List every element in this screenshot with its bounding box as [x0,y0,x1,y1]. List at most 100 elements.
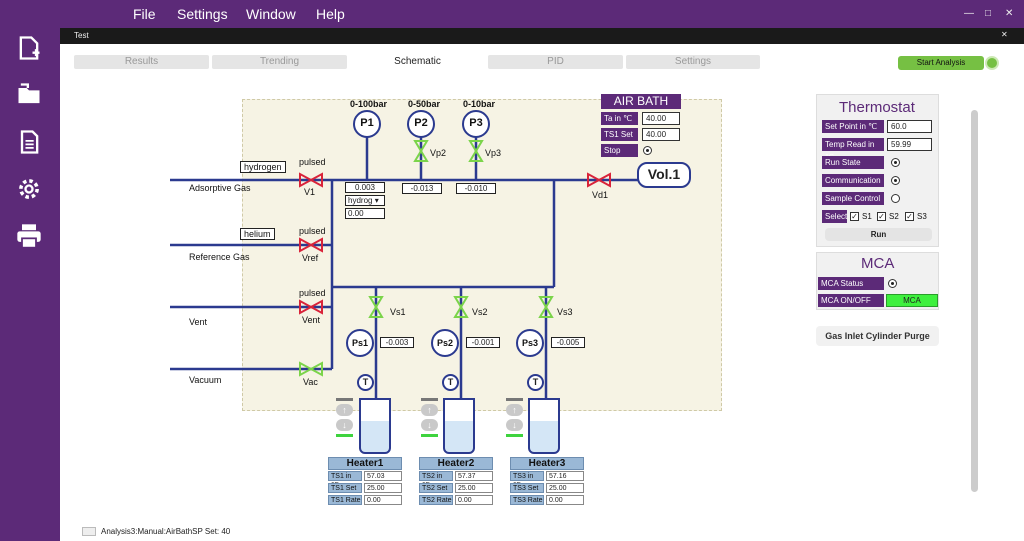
status-text: Analysis3:Manual:AirBathSP Set: 40 [101,527,231,536]
mca-toggle-button[interactable]: MCA [886,294,938,307]
mca-status-radio[interactable] [888,279,897,288]
scrollbar[interactable] [971,110,978,492]
setpoint-label: Set Point in ℃ [822,120,884,133]
menu-file[interactable]: File [133,6,156,22]
heater1-set-value[interactable]: 25.00 [364,483,402,493]
schematic-area [242,99,722,411]
heater1-set-label: TS1 Set [328,483,362,493]
s1-checkbox[interactable]: ✓ [850,212,859,221]
label-vref: Vref [302,253,319,263]
ta-label: Ta in ℃ [601,112,638,125]
content-area: Results Trending Schematic PID Settings … [60,44,1024,541]
pulsed-label-3: pulsed [299,288,326,298]
maximize-icon[interactable]: □ [985,8,992,19]
window-close-icon[interactable]: ✕ [1001,30,1008,39]
air-bath-title: AIR BATH [601,94,681,109]
lift-indicator-2 [421,398,438,401]
start-analysis-button[interactable]: Start Analysis [898,56,984,70]
mca-title: MCA [861,255,895,272]
label-vs2: Vs2 [472,307,488,317]
mca-onoff-label: MCA ON/OFF [818,294,884,307]
heater3-set-value[interactable]: 25.00 [546,483,584,493]
tab-results[interactable]: Results [74,55,209,69]
menu-bar: File Settings Window Help — □ ✕ [0,0,1024,28]
runstate-label: Run State [822,156,884,169]
s3-checkbox[interactable]: ✓ [905,212,914,221]
valve-vac [299,361,323,377]
temp-gauge-2: T [442,374,459,391]
new-file-icon[interactable] [15,34,43,62]
stop-label: Stop [601,144,638,157]
communication-radio[interactable] [891,176,900,185]
run-button[interactable]: Run [825,228,932,241]
status-indicator [985,56,999,70]
heater2-set-label: TS2 Set [419,483,453,493]
vol1-box: Vol.1 [637,162,691,188]
temp-gauge-3: T [527,374,544,391]
raise-arrow-icon-3[interactable]: ↑ [506,404,523,416]
menu-window[interactable]: Window [246,6,296,22]
heater3-set-label: TS3 Set [510,483,544,493]
p1-value: 0.003 [345,182,385,193]
lift-indicator-3 [506,398,523,401]
minimize-icon[interactable]: — [964,8,974,19]
open-folder-icon[interactable] [15,81,43,109]
heater1-rate-value[interactable]: 0.00 [364,495,402,505]
tab-pid[interactable]: PID [488,55,623,69]
heater2-rate-value[interactable]: 0.00 [455,495,493,505]
lower-arrow-icon-1[interactable]: ↓ [336,419,353,431]
gear-icon[interactable] [15,175,43,203]
ps1-value: -0.003 [380,337,414,348]
tempread-value: 59.99 [887,138,932,151]
heater1-title: Heater1 [328,457,402,470]
lower-arrow-icon-2[interactable]: ↓ [421,419,438,431]
label-v1: V1 [304,187,316,197]
setpoint-input[interactable]: 60.0 [887,120,932,133]
p3-value: -0.010 [456,183,496,194]
s2-label: S2 [889,212,899,221]
heater2-ts-value: 57.37 [455,471,493,481]
status-indicator-icon [82,527,96,536]
heater3-rate-value[interactable]: 0.00 [546,495,584,505]
ps3-value: -0.005 [551,337,585,348]
raise-arrow-icon-2[interactable]: ↑ [421,404,438,416]
close-icon[interactable]: ✕ [1005,8,1014,19]
temp-gauge-1: T [357,374,374,391]
valve-v1 [299,172,323,188]
ts1-label: TS1 Set [601,128,638,141]
ts1-value[interactable]: 40.00 [642,128,680,141]
s3-label: S3 [917,212,927,221]
gauge-ps1: Ps1 [346,329,374,357]
flow-value[interactable]: 0.00 [345,208,385,219]
gas-helium: helium [240,228,275,240]
heater2-set-value[interactable]: 25.00 [455,483,493,493]
lower-arrow-icon-3[interactable]: ↓ [506,419,523,431]
tab-settings[interactable]: Settings [626,55,760,69]
gas-select-dropdown[interactable]: hydrog ▾ [345,195,385,206]
sample-control-label: Sample Control [822,192,884,205]
p2-value: -0.013 [402,183,442,194]
lift-indicator-1 [336,398,353,401]
sidebar [0,28,58,541]
gauge-ps2: Ps2 [431,329,459,357]
tab-schematic[interactable]: Schematic [350,55,485,69]
thermostat-panel: Thermostat Set Point in ℃ 60.0 Temp Read… [816,94,939,247]
gauge-p2: P2 [407,110,435,138]
menu-settings[interactable]: Settings [177,6,228,22]
s2-checkbox[interactable]: ✓ [877,212,886,221]
raise-arrow-icon-1[interactable]: ↑ [336,404,353,416]
menu-help[interactable]: Help [316,6,345,22]
select-label: Select [822,210,847,223]
sample-control-radio[interactable] [891,194,900,203]
runstate-radio[interactable] [891,158,900,167]
p1-range: 0-100bar [350,99,388,109]
label-vp3: Vp3 [485,148,502,158]
label-vp2: Vp2 [430,148,447,158]
gas-inlet-purge-button[interactable]: Gas Inlet Cylinder Purge [816,326,939,346]
communication-label: Communication [822,174,884,187]
report-icon[interactable] [15,128,43,156]
stop-radio[interactable] [643,146,652,155]
valve-vref [299,237,323,253]
print-icon[interactable] [15,222,43,250]
tab-trending[interactable]: Trending [212,55,347,69]
